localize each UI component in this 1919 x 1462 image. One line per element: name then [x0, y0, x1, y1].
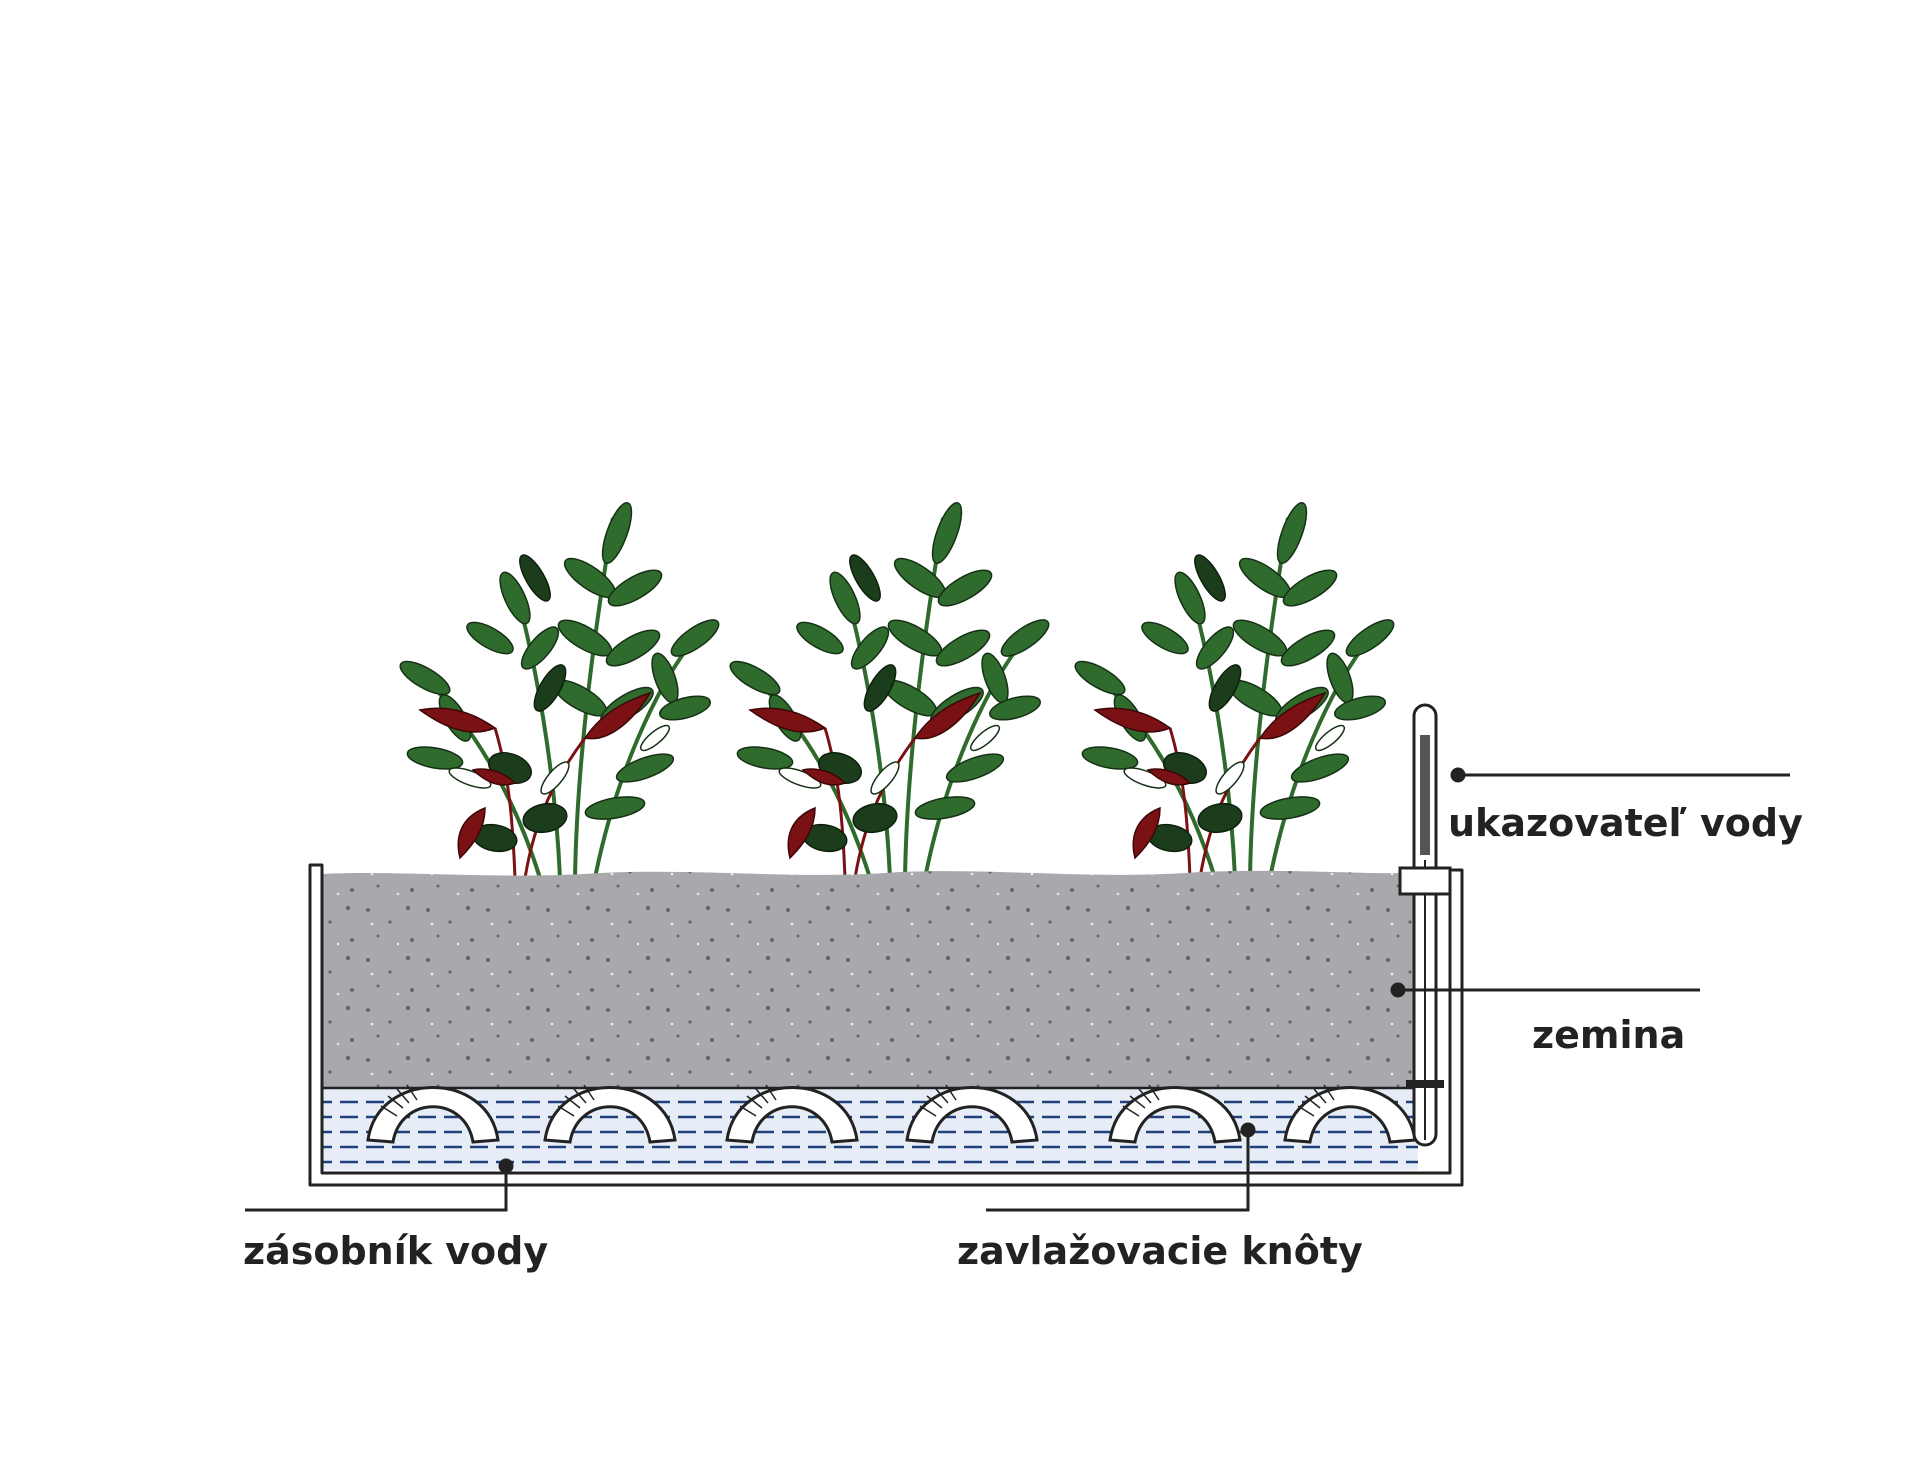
water-indicator-icon [1398, 703, 1452, 1147]
soil-label: zemina [1532, 1013, 1686, 1057]
leader-lines [245, 767, 1790, 1212]
soil-layer [322, 870, 1418, 1088]
irrigation-wicks-label: zavlažovacie knôty [957, 1229, 1363, 1273]
water-reservoir-label: zásobník vody [243, 1229, 549, 1273]
water-indicator-label: ukazovateľ vody [1448, 801, 1803, 845]
